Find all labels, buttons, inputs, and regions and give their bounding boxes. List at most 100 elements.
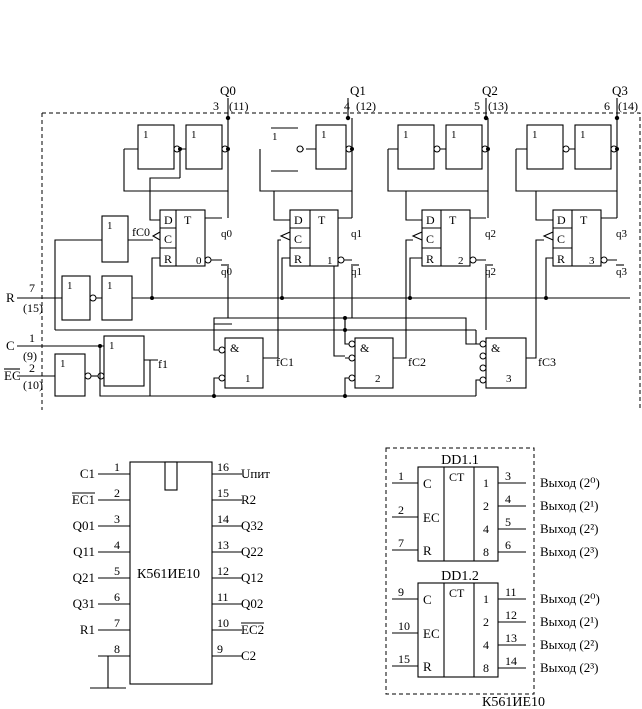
chip-left-pin-number: 3 <box>114 512 120 526</box>
chip-left-pin-number: 4 <box>114 538 120 552</box>
svg-text:1: 1 <box>191 129 197 141</box>
unit-input-pin: 1 <box>398 469 404 483</box>
output-q0-label: Q0 <box>220 83 236 98</box>
chip-right-pin-label: R2 <box>241 492 256 507</box>
unit-input-pin: 2 <box>398 503 404 517</box>
chip-right-pin-number: 16 <box>217 460 229 474</box>
svg-text:1: 1 <box>272 131 278 143</box>
svg-text:7: 7 <box>29 281 35 295</box>
svg-text:C: C <box>426 232 434 246</box>
svg-text:&: & <box>230 341 240 355</box>
chip-right-pin-number: 14 <box>217 512 229 526</box>
svg-text:1: 1 <box>451 129 457 141</box>
svg-text:1: 1 <box>532 129 538 141</box>
svg-text:C: C <box>164 232 172 246</box>
unit-weight: 8 <box>483 661 489 675</box>
svg-text:1: 1 <box>60 358 66 370</box>
svg-text:q3: q3 <box>616 266 628 278</box>
svg-text:q0: q0 <box>221 228 233 240</box>
chip-left-pin-label: Q01 <box>73 518 95 533</box>
unit-input-label: EC <box>423 510 440 525</box>
chip-left-pin-number: 6 <box>114 590 120 604</box>
svg-text:1: 1 <box>403 129 409 141</box>
chip-right-pin-number: 15 <box>217 486 229 500</box>
unit-input-pin: 15 <box>398 652 410 666</box>
reset-input-chain: R 7 (15) 1 1 <box>6 257 630 321</box>
output-q2-pin: 5 <box>474 99 480 113</box>
chip-right-pin-number: 13 <box>217 538 229 552</box>
flip-flops: D C R T 0 q0 q0 D C R T 1 <box>149 177 628 278</box>
svg-text:2: 2 <box>29 361 35 375</box>
svg-text:R: R <box>557 252 565 266</box>
svg-text:0: 0 <box>196 255 202 267</box>
unit-output-pin: 3 <box>505 469 511 483</box>
unit-weight: 4 <box>483 638 489 652</box>
svg-text:(9): (9) <box>23 349 37 363</box>
output-q1-pin: 4 <box>344 99 350 113</box>
chip-right-pin-label: Q22 <box>241 544 263 559</box>
svg-text:R: R <box>164 252 172 266</box>
svg-text:2: 2 <box>458 255 464 267</box>
svg-text:q0: q0 <box>221 266 233 278</box>
unit-input-pin: 9 <box>398 585 404 599</box>
and-gates: & 1 fC1 & 2 fC2 & 3 <box>212 239 556 398</box>
output-q3-pin-alt: (14) <box>618 99 638 113</box>
schematic-boundary <box>41 112 641 410</box>
unit-output-label: Выход (2²) <box>540 521 598 536</box>
f1-label: f1 <box>158 357 168 371</box>
svg-text:(10): (10) <box>23 378 43 392</box>
unit-output-label: Выход (2³) <box>540 660 598 675</box>
unit-output-label: Выход (2⁰) <box>540 475 600 490</box>
chip-left-pin-number: 1 <box>114 460 120 474</box>
svg-text:D: D <box>294 213 303 227</box>
unit-input-pin: 7 <box>398 536 404 550</box>
chip-left-pin-label: Q31 <box>73 596 95 611</box>
chip-right-pin-number: 10 <box>217 616 229 630</box>
input-r-label: R <box>6 290 15 305</box>
unit-input-pin: 10 <box>398 619 410 633</box>
unit-output-pin: 4 <box>505 492 511 506</box>
chip-right-pin-label: Q32 <box>241 518 263 533</box>
chip-right-pin-label: Uпит <box>241 466 270 481</box>
chip-left-pin-label: EC1 <box>72 492 95 507</box>
svg-text:1: 1 <box>107 280 113 292</box>
symbol-caption: К561ИЕ10 <box>482 695 545 709</box>
unit-ct-label: CT <box>449 470 465 484</box>
chip-right-pin-label: Q12 <box>241 570 263 585</box>
chip-right-pin-number: 11 <box>217 590 229 604</box>
svg-text:q2: q2 <box>485 228 496 240</box>
output-labels: Q0 3 (11) Q1 4 (12) Q2 5 (13) Q3 6 (14) <box>213 83 638 113</box>
svg-text:1: 1 <box>109 340 115 352</box>
unit-ct-label: CT <box>449 586 465 600</box>
unit-weight: 2 <box>483 499 489 513</box>
svg-text:q1: q1 <box>351 266 362 278</box>
output-q2-pin-alt: (13) <box>488 99 508 113</box>
unit-output-label: Выход (2¹) <box>540 614 598 629</box>
clock-enable-inputs: C 1 (9) EC 2 (10) 1 1 f1 <box>4 331 168 397</box>
svg-text:1: 1 <box>580 129 586 141</box>
flip-flop-3: D C R T 3 q3 q3 <box>542 209 628 278</box>
svg-text:q3: q3 <box>616 228 628 240</box>
svg-text:R: R <box>426 252 434 266</box>
unit-output-pin: 11 <box>505 585 517 599</box>
unit-weight: 1 <box>483 476 489 490</box>
chip-right-pin-number: 12 <box>217 564 229 578</box>
unit-weight: 8 <box>483 545 489 559</box>
svg-text:1: 1 <box>107 220 113 232</box>
flip-flop-0: D C R T 0 q0 q0 <box>151 209 233 278</box>
svg-text:fC2: fC2 <box>408 355 426 369</box>
svg-text:1: 1 <box>29 331 35 345</box>
chip-left-pin-number: 8 <box>114 642 120 656</box>
svg-text:fC3: fC3 <box>538 355 556 369</box>
chip-right-pin-label: Q02 <box>241 596 263 611</box>
svg-text:C: C <box>557 232 565 246</box>
svg-text:T: T <box>318 213 326 227</box>
svg-text:q2: q2 <box>485 266 496 278</box>
unit-input-label: R <box>423 543 432 558</box>
unit-output-pin: 13 <box>505 631 517 645</box>
